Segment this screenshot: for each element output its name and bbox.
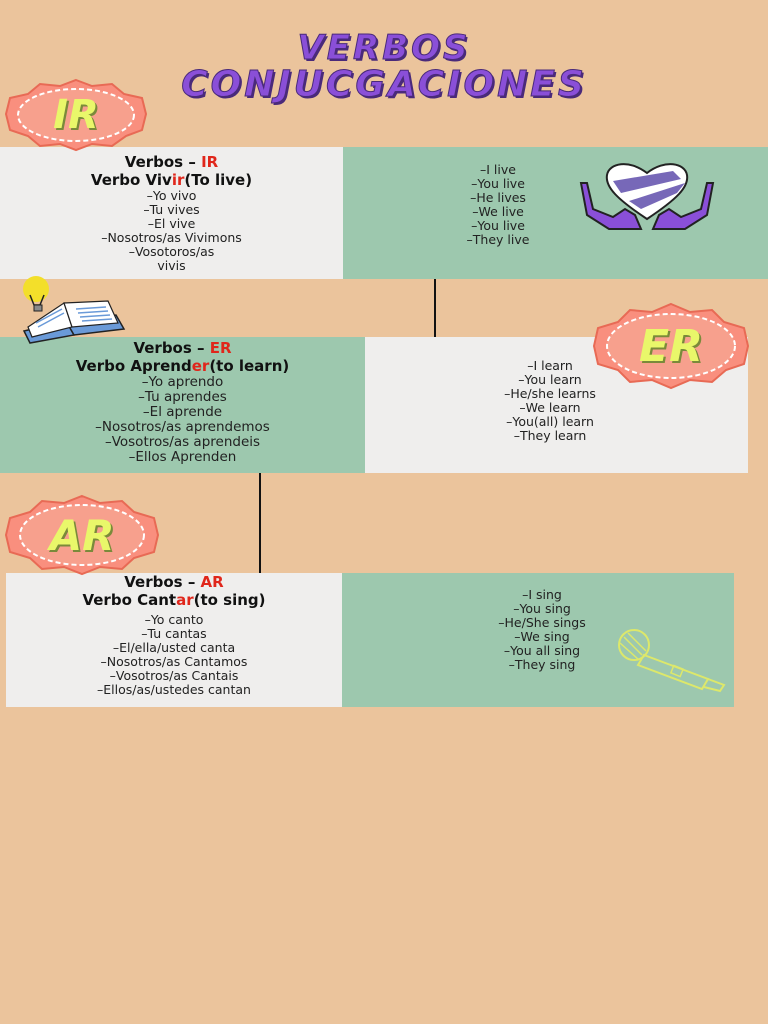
ir-english-line: –You live bbox=[471, 218, 525, 233]
ir-english-line: –They live bbox=[466, 232, 530, 247]
ar-spanish-line: –Tu cantas bbox=[141, 626, 207, 641]
ar-verb-title: Verbo Cantar(to sing) bbox=[82, 591, 266, 609]
er-badge: ER bbox=[590, 302, 752, 390]
ir-spanish-line: –El vive bbox=[147, 216, 196, 231]
er-english-line: –You(all) learn bbox=[506, 414, 594, 429]
ir-verb-title: Verbo Vivir(To live) bbox=[90, 171, 253, 189]
er-english-line: –We learn bbox=[519, 400, 581, 415]
ar-spanish-line: –Yo canto bbox=[144, 612, 204, 627]
ar-spanish-line: –Nosotros/as Cantamos bbox=[100, 654, 248, 669]
er-badge-label: ER bbox=[639, 320, 703, 372]
ir-english-line: –He lives bbox=[470, 190, 526, 205]
er-english-line: –They learn bbox=[513, 428, 587, 443]
er-english-line: –I learn bbox=[527, 358, 573, 373]
er-spanish-panel: Verbos – ER Verbo Aprender(to learn) –Yo… bbox=[0, 337, 365, 473]
ir-english-line: –You live bbox=[471, 176, 525, 191]
ir-english-panel: –I live –You live –He lives –We live –Yo… bbox=[343, 147, 768, 279]
er-spanish-line: –Tu aprendes bbox=[138, 389, 227, 405]
ir-spanish-line: vivis bbox=[157, 258, 186, 273]
ar-spanish-line: –Ellos/as/ustedes cantan bbox=[97, 682, 251, 697]
ar-english-panel: –I sing –You sing –He/She sings –We sing… bbox=[342, 573, 734, 707]
er-english-line: –You learn bbox=[518, 372, 582, 387]
ar-english-line: –We sing bbox=[514, 629, 570, 644]
ar-badge: AR bbox=[4, 494, 160, 576]
ar-badge-label: AR bbox=[49, 510, 115, 560]
er-heading: Verbos – ER bbox=[133, 339, 232, 357]
er-spanish-line: –Ellos Aprenden bbox=[128, 449, 237, 465]
ir-heading: Verbos – IR bbox=[124, 153, 219, 171]
connector-line-1 bbox=[434, 279, 436, 337]
ir-spanish-line: –Nosotros/as Vivimons bbox=[101, 230, 242, 245]
book-lightbulb-icon bbox=[22, 276, 126, 344]
ar-english-line: –You all sing bbox=[503, 643, 581, 658]
er-english-line: –He/she learns bbox=[504, 386, 596, 401]
ar-heading: Verbos – AR bbox=[124, 573, 224, 591]
ir-spanish-panel: Verbos – IR Verbo Vivir(To live) –Yo viv… bbox=[0, 147, 343, 279]
ar-english-line: –You sing bbox=[513, 601, 571, 616]
ir-spanish-line: –Yo vivo bbox=[146, 188, 197, 203]
er-spanish-line: –Yo aprendo bbox=[141, 374, 224, 390]
ar-spanish-line: –El/ella/usted canta bbox=[112, 640, 236, 655]
ar-english-line: –They sing bbox=[508, 657, 576, 672]
er-verb-title: Verbo Aprender(to learn) bbox=[75, 357, 290, 375]
title-line-1: VERBOS bbox=[297, 28, 471, 69]
ir-spanish-line: –Tu vives bbox=[143, 202, 200, 217]
ir-english-line: –I live bbox=[480, 162, 516, 177]
ar-english-line: –He/She sings bbox=[498, 615, 586, 630]
title-line-2: CONJUCGACIONES bbox=[181, 64, 587, 106]
ir-badge: IR bbox=[2, 78, 150, 152]
connector-line-2 bbox=[259, 473, 261, 573]
er-spanish-line: –El aprende bbox=[142, 404, 223, 420]
ar-spanish-line: –Vosotros/as Cantais bbox=[109, 668, 239, 683]
er-spanish-line: –Vosotros/as aprendeis bbox=[104, 434, 261, 450]
ar-english-line: –I sing bbox=[522, 587, 562, 602]
ar-spanish-panel: Verbos – AR Verbo Cantar(to sing) –Yo ca… bbox=[6, 573, 342, 707]
ir-english-line: –We live bbox=[472, 204, 524, 219]
microphone-icon bbox=[618, 629, 726, 693]
ir-badge-label: IR bbox=[53, 92, 99, 138]
heart-hands-icon bbox=[579, 163, 715, 230]
er-spanish-line: –Nosotros/as aprendemos bbox=[95, 419, 270, 435]
ir-spanish-line: –Vosotoros/as bbox=[128, 244, 215, 259]
